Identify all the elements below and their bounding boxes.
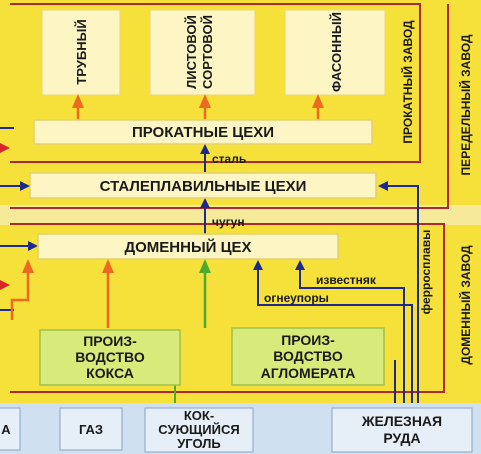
coke-production-box — [39, 329, 181, 386]
product-box-shaped — [284, 9, 386, 96]
raw-coal-line-2: СУЮЩИЙСЯ — [158, 422, 239, 437]
raw-coal-line-1: КОК- — [184, 408, 214, 423]
raw-gas-label: ГАЗ — [79, 422, 103, 437]
ferroalloys-label: ферросплавы — [419, 230, 433, 315]
limestone-label: известняк — [316, 273, 377, 287]
agglomerate-production-line-2: ВОДСТВО — [273, 348, 343, 364]
conversion-plant-frame — [10, 4, 449, 209]
raw-ore-line-1: ЖЕЛЕЗНАЯ — [361, 413, 442, 429]
rolling-plant-label: ПРОКАТНЫЙ ЗАВОД — [400, 20, 415, 144]
product-tube-label: ТРУБНЫЙ — [74, 19, 89, 84]
raw-box-gas — [59, 407, 123, 451]
raw-box-coking-coal — [144, 407, 254, 453]
agglomerate-production-line-3: АГЛОМЕРАТА — [261, 365, 356, 381]
ferroalloys-flow-line — [378, 181, 419, 403]
pig-iron-label: чугун — [212, 215, 245, 229]
conversion-plant-label: ПЕРЕДЕЛЬНЫЙ ЗАВОД — [458, 34, 473, 175]
agglomerate-production-box — [231, 327, 385, 386]
raw-box-iron-ore — [331, 407, 473, 453]
steelmaking-shops-label: СТАЛЕПЛАВИЛЬНЫЕ ЦЕХИ — [100, 178, 307, 195]
coke-production-line-2: ВОДСТВО — [75, 349, 145, 365]
rolling-shops-label: ПРОКАТНЫЕ ЦЕХИ — [132, 124, 274, 141]
product-sheet-label-2: СОРТОВОЙ — [200, 15, 215, 89]
middle-band — [0, 205, 481, 225]
product-box-sheet — [149, 9, 256, 96]
blast-furnace-box — [37, 233, 339, 260]
refractories-label: огнеупоры — [264, 291, 329, 305]
rolling-plant-frame — [10, 3, 421, 163]
raw-box-cut-left — [0, 407, 21, 451]
raw-coal-line-3: УГОЛЬ — [177, 436, 221, 451]
blast-furnace-label: ДОМЕННЫЙ ЦЕХ — [124, 238, 251, 256]
raw-ore-line-2: РУДА — [383, 430, 420, 446]
blast-furnace-plant-label: ДОМЕННЫЙ ЗАВОД — [458, 245, 473, 365]
product-shaped-label: ФАСОННЫЙ — [329, 12, 344, 92]
coke-production-line-1: ПРОИЗ- — [83, 333, 137, 349]
product-sheet-label-1: ЛИСТОВОЙ — [184, 15, 199, 89]
steelmaking-shops-box — [29, 172, 377, 199]
raw-cut-left-label: А — [1, 422, 11, 437]
refractories-flow-line — [253, 260, 413, 403]
blast-furnace-plant-frame — [10, 223, 445, 393]
limestone-flow-line — [295, 260, 405, 403]
agglomerate-production-line-1: ПРОИЗ- — [281, 332, 335, 348]
rolling-shops-box — [33, 119, 373, 145]
steel-label: сталь — [212, 152, 246, 166]
coke-production-line-3: КОКСА — [86, 365, 134, 381]
product-box-tube — [41, 9, 121, 96]
orange-flow-left — [10, 259, 34, 320]
